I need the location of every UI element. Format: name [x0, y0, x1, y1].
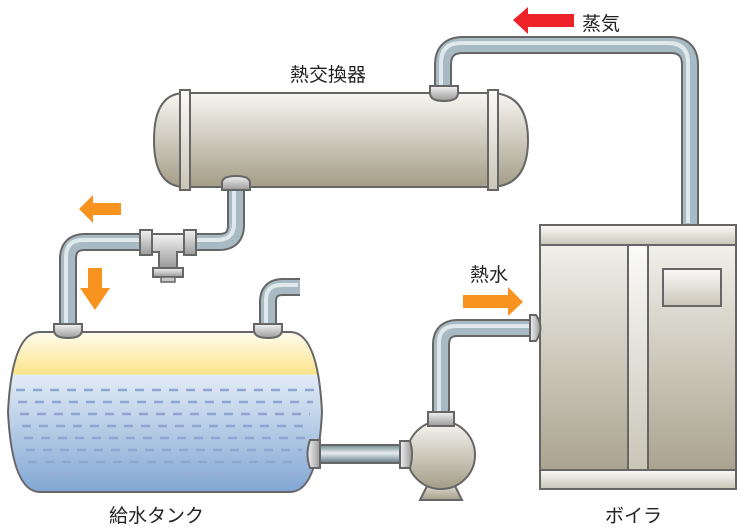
tank-vent-nozzle — [253, 323, 283, 340]
exchanger-outlet-nozzle — [221, 174, 251, 191]
pump — [399, 411, 476, 501]
tank-inlet-nozzle — [53, 323, 83, 340]
pump-casing — [406, 420, 476, 490]
feed-water-tank-label: 給水タンク — [109, 505, 204, 527]
hot-water-flow-arrow-icon — [463, 287, 523, 316]
pump-discharge-flange — [427, 411, 455, 427]
boiler-inlet-nozzle — [529, 314, 542, 342]
suction-pipe — [317, 444, 411, 464]
pump-suction-flange — [399, 440, 413, 469]
exchanger-inlet-nozzle — [429, 85, 459, 103]
steam-flow-arrow-icon — [513, 7, 574, 34]
boiler-top-band — [539, 224, 737, 246]
heat-exchanger-label: 熱交換器 — [290, 64, 366, 86]
hot-water-pipe — [432, 319, 535, 415]
feed-water-tank — [6, 323, 324, 493]
boiler-center-panel — [627, 244, 649, 471]
exchanger-flange-right — [487, 89, 499, 191]
water-ripples — [16, 388, 315, 476]
exchanger-flange-left — [179, 89, 191, 191]
vent-pipe — [259, 278, 300, 325]
steam-pipe — [434, 36, 699, 225]
return-flow-down-arrow-icon — [80, 268, 110, 310]
steam-label: 蒸気 — [582, 13, 620, 35]
boiler-bottom-band — [539, 469, 737, 490]
heat-exchanger — [152, 85, 530, 191]
return-flow-left-arrow-icon — [79, 195, 121, 223]
boiler — [529, 224, 737, 490]
hot-water-label: 熱水 — [470, 264, 508, 286]
tank-outlet-nozzle — [306, 439, 321, 469]
boiler-label: ボイラ — [605, 505, 662, 527]
tee-fitting — [139, 229, 197, 283]
boiler-control-panel — [662, 268, 722, 307]
